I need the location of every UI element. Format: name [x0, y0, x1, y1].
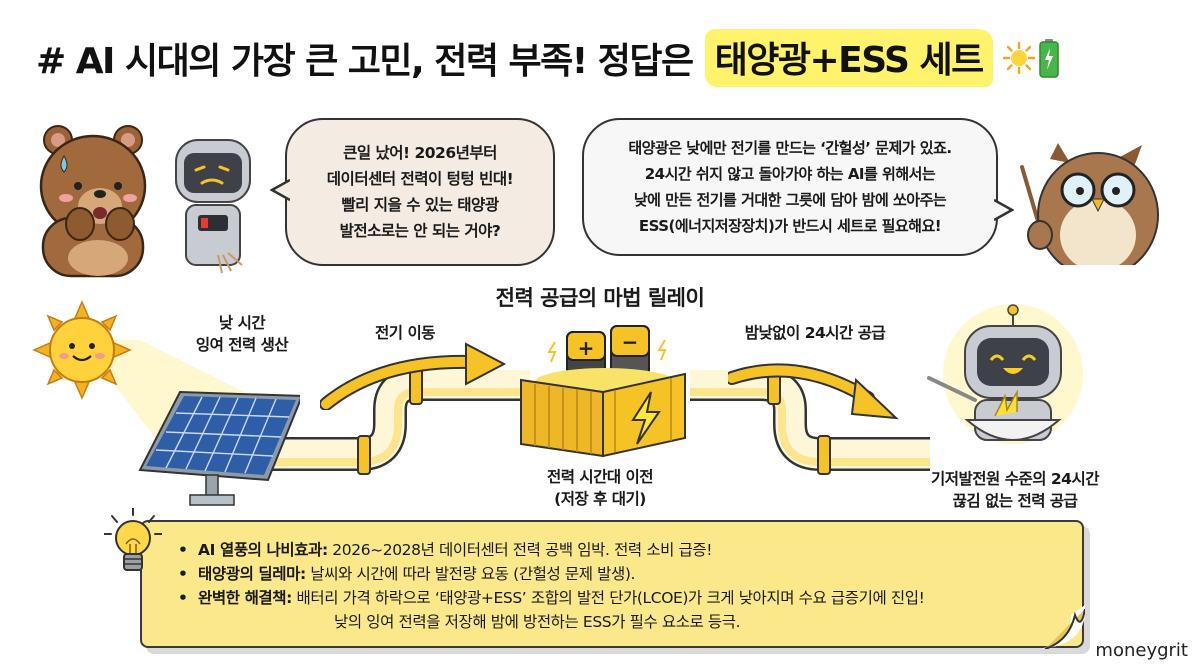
bubble-line: 태양광은 낮에만 전기를 만드는 ‘간헐성’ 문제가 있죠.: [628, 139, 952, 157]
bubble-tail-right: [994, 198, 1014, 222]
speech-bubble-right: 태양광은 낮에만 전기를 만드는 ‘간헐성’ 문제가 있죠. 24시간 쉬지 않…: [582, 118, 998, 256]
pipe-right: [690, 370, 930, 475]
brand-watermark: moneygrit: [1095, 640, 1188, 661]
note-item: 완벽한 해결책: 배터리 가격 하락으로 ‘태양광+ESS’ 조합의 발전 단가…: [176, 586, 925, 610]
bubble-tail-left: [270, 178, 290, 202]
speech-bubble-left: 큰일 났어! 2026년부터 데이터센터 전력이 텅텅 빈대! 빨리 지을 수 …: [285, 118, 555, 266]
bubble-line: 낮에 만든 전기를 거대한 그릇에 담아 밤에 쏘아주는: [633, 191, 947, 209]
svg-text:−: −: [622, 330, 639, 354]
sun-icon: [1002, 42, 1035, 74]
caption-supply: 밤낮없이 24시간 공급: [744, 324, 886, 342]
page-curl: [1041, 605, 1085, 649]
title-prefix: # AI 시대의 가장 큰 고민, 전력 부족! 정답은: [36, 41, 694, 82]
note-item: 태양광의 딜레마: 날씨와 시간에 따라 발전량 요동 (간헐성 문제 발생).: [176, 562, 924, 586]
bubble-line: ESS(에너지저장장치)가 반드시 세트로 필요해요!: [638, 217, 942, 235]
dead-battery-robot-illustration: [175, 139, 251, 274]
pipe-left: [240, 370, 530, 475]
summary-note: AI 열풍의 나비효과: 2026~2028년 데이터센터 전력 공백 임박. …: [140, 520, 1085, 649]
solar-panel-icon: [32, 300, 300, 506]
caption-ess: 전력 시간대 이전 (저장 후 대기): [546, 468, 654, 508]
battery-icon: [1038, 39, 1059, 78]
ess-container-icon: + −: [520, 325, 686, 458]
note-item: AI 열풍의 나비효과: 2026~2028년 데이터센터 전력 공백 임박. …: [176, 538, 924, 562]
relay-title: 전력 공급의 마법 릴레이: [495, 286, 705, 310]
lightbulb-icon: [104, 508, 162, 571]
caption-transfer: 전기 이동: [375, 324, 435, 342]
note-continuation: 낮의 잉여 전력을 저장해 밤에 방전하는 ESS가 필수 요소로 등극.: [334, 613, 741, 631]
worried-bear-illustration: [39, 125, 147, 278]
bubble-line: 24시간 쉬지 않고 돌아가야 하는 AI를 위해서는: [644, 165, 936, 183]
caption-baseload: 기저발전원 수준의 24시간 끊김 없는 전력 공급: [931, 470, 1099, 510]
title-highlight: 태양광+ESS 세트: [704, 29, 993, 87]
owl-teacher-illustration: [1020, 143, 1159, 265]
caption-solar: 낮 시간 잉여 전력 생산: [195, 314, 289, 354]
bubble-line: 큰일 났어! 2026년부터: [343, 144, 497, 162]
robot-eating-icon: [927, 304, 1083, 444]
svg-text:+: +: [578, 336, 595, 360]
bubble-line: 발전소로는 안 되는 거야?: [339, 222, 501, 240]
arrow-icon: [728, 363, 899, 420]
bubble-line: 빨리 지을 수 있는 태양광: [341, 196, 499, 214]
arrow-icon: [320, 342, 507, 410]
bubble-line: 데이터센터 전력이 텅텅 빈대!: [326, 170, 514, 188]
page-title: # AI 시대의 가장 큰 고민, 전력 부족! 정답은 태양광+ESS 세트: [36, 28, 1059, 88]
